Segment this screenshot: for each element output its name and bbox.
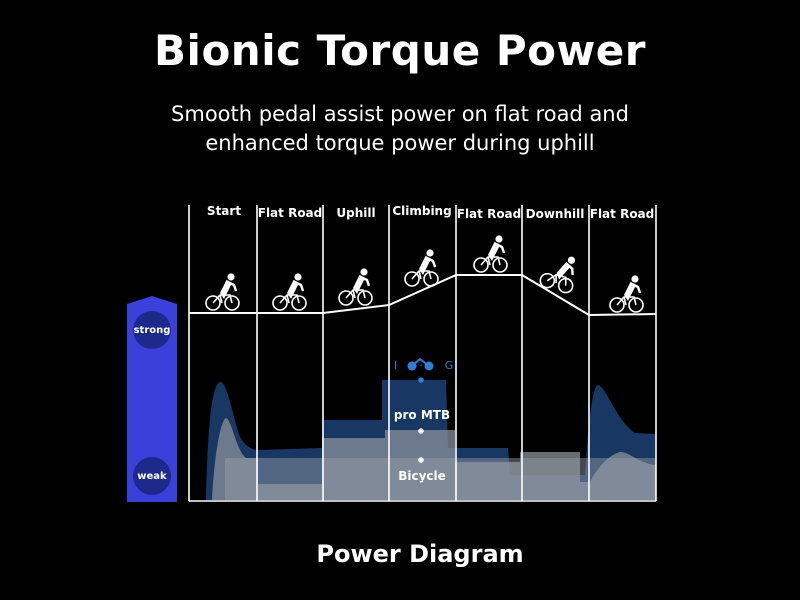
bicycle-label: Bicycle: [398, 469, 446, 483]
pro-mtb-marker: [418, 428, 424, 434]
subtitle-line-1: Smooth pedal assist power on flat road a…: [171, 102, 629, 126]
cyclist-icon: [537, 249, 582, 296]
road-profile-line: [189, 274, 657, 317]
cyclist-icon: [403, 248, 440, 288]
page-title: Bionic Torque Power: [154, 26, 646, 75]
subtitle: Smooth pedal assist power on flat road a…: [0, 100, 800, 158]
power-scale-bar: [127, 296, 177, 502]
pro-mtb-label: pro MTB: [393, 408, 451, 422]
segment-label-start: Start: [206, 204, 242, 218]
segment-label-flat-road-1: Flat Road: [257, 206, 323, 220]
bicycle-base-area: [225, 458, 656, 500]
brand-logo-label: I·G: [394, 359, 476, 372]
cyclist-icon: [271, 272, 308, 312]
segment-label-uphill: Uphill: [336, 206, 376, 220]
cyclist-icon: [337, 267, 374, 307]
cyclist-icon: [608, 274, 645, 314]
bicycle-marker: [418, 457, 424, 463]
mtb-marker: [418, 377, 424, 383]
scale-weak-label: weak: [133, 457, 171, 495]
segment-dividers: [188, 205, 657, 502]
cyclist-icon: [204, 272, 241, 312]
subtitle-line-2: enhanced torque power during uphill: [205, 131, 595, 155]
cyclist-icon: [472, 234, 509, 274]
diagram-caption: Power Diagram: [316, 540, 524, 568]
segment-label-climbing: Climbing: [392, 204, 452, 218]
brand-logo-bike-icon: [407, 357, 434, 371]
segment-label-flat-road-3: Flat Road: [589, 207, 655, 221]
scale-strong-label: strong: [133, 311, 171, 349]
cyclist-icons: [204, 234, 645, 314]
segment-label-downhill: Downhill: [525, 207, 585, 221]
segment-label-flat-road-2: Flat Road: [456, 207, 522, 221]
